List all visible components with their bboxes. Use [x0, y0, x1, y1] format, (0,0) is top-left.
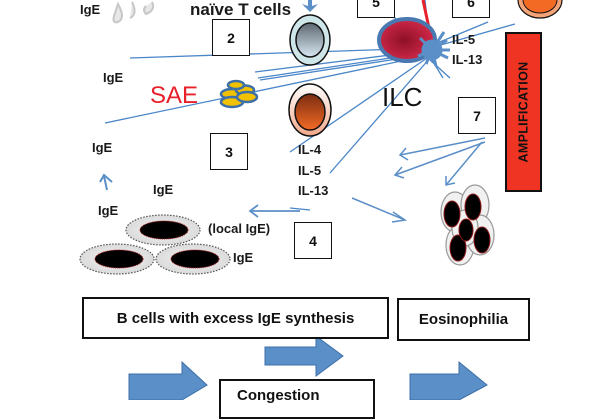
congestion-box: Congestion — [219, 379, 375, 419]
arrow-up-ige — [99, 173, 113, 191]
eosinophil-cluster-icon — [440, 184, 495, 266]
amplification-bar: AMPLIFICATION — [505, 32, 542, 192]
orange-cell-icon — [517, 0, 563, 19]
arrow-to-b-cells — [248, 204, 300, 218]
b-cell-icon — [125, 214, 201, 246]
block-arrow-icon — [264, 335, 344, 377]
label-ige: IgE — [103, 70, 124, 85]
label-il13: IL-13 — [452, 52, 483, 67]
label-il13: IL-13 — [298, 183, 329, 198]
step-box-6: 6 — [452, 0, 490, 18]
step-box-2: 2 — [212, 19, 250, 56]
ilc-cell-icon — [288, 83, 332, 137]
label-ige: IgE — [98, 203, 119, 218]
label-local-ige: (local IgE) — [208, 221, 271, 236]
step-box-5: 5 — [357, 0, 395, 18]
label-ige: IgE — [153, 182, 174, 197]
step-box-4: 4 — [294, 222, 332, 259]
label-ilc: ILC — [382, 82, 423, 112]
label-il5: IL-5 — [298, 163, 322, 178]
label-il5: IL-5 — [452, 32, 476, 47]
eosinophilia-box: Eosinophilia — [397, 298, 530, 341]
label-ige: IgE — [92, 140, 113, 155]
step-box-3: 3 — [210, 133, 248, 170]
block-arrow-icon — [409, 360, 488, 400]
amplification-label: AMPLIFICATION — [516, 61, 531, 163]
naive-t-cell-icon — [289, 14, 331, 66]
arrow-to-eosinophils — [351, 197, 408, 223]
label-ige: IgE — [233, 250, 254, 265]
label-sae: SAE — [150, 82, 199, 109]
degranulation-star-icon — [417, 31, 450, 67]
arrow-down-icon — [302, 0, 318, 12]
arrows-box7 — [393, 137, 486, 186]
b-cell-icon — [155, 243, 231, 275]
label-ige: IgE — [80, 2, 101, 17]
sae-bacteria-icon — [219, 79, 259, 109]
diagram-canvas — [79, 0, 563, 400]
step-box-7: 7 — [458, 97, 496, 134]
b-cell-icon — [79, 243, 155, 275]
b-cells-box: B cells with excess IgE synthesis — [82, 297, 389, 339]
label-naive-t-cells: naïve T cells — [190, 0, 292, 19]
faded-cell-sketch-icon — [112, 1, 155, 24]
label-il4: IL-4 — [298, 142, 322, 157]
block-arrow-icon — [128, 360, 208, 400]
